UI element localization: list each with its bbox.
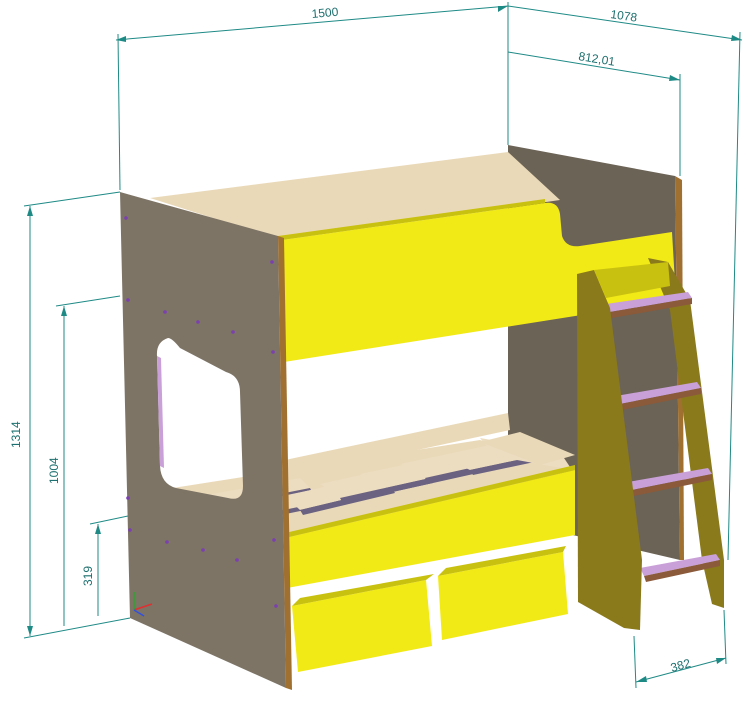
step-2-front — [620, 388, 701, 410]
dim-total-height-ext-top — [23, 191, 121, 207]
step-2-top — [616, 382, 701, 404]
bolt — [128, 528, 132, 532]
dim-ladder-ext-left — [633, 635, 637, 689]
arrow — [116, 36, 126, 42]
arrow — [498, 6, 508, 12]
ladder — [577, 258, 724, 630]
step-3-front — [632, 474, 712, 496]
drawer-right-side — [438, 546, 566, 576]
upper-bed-base — [150, 152, 560, 240]
arrow — [669, 75, 680, 81]
arrow — [716, 658, 726, 664]
upper-bed-front-rail — [282, 202, 676, 362]
dim-upper-height-ext-top — [55, 295, 121, 307]
axis-gizmo — [133, 592, 153, 617]
drawer-right — [438, 552, 568, 640]
arrow — [636, 676, 647, 682]
dim-ladder-ext-right — [723, 609, 727, 665]
dim-label-ladder-depth: 382 — [669, 656, 692, 675]
bolt — [272, 538, 276, 542]
dim-label-total-depth: 1078 — [610, 7, 639, 25]
arrow — [731, 35, 742, 41]
bolt — [274, 604, 278, 608]
step-4-front — [644, 560, 720, 582]
dim-width-line — [115, 5, 509, 41]
bolt — [231, 330, 235, 334]
ladder-top-board — [594, 262, 670, 298]
arrow — [27, 626, 33, 636]
bolt — [163, 310, 167, 314]
bolt — [126, 298, 130, 302]
dim-width-ext-left — [117, 33, 121, 191]
dim-ladder-line — [635, 657, 727, 683]
bolt — [201, 548, 205, 552]
bolt — [165, 540, 169, 544]
step-3-top — [628, 468, 712, 490]
left-panel-edge — [278, 236, 292, 690]
arrow — [61, 306, 67, 316]
step-1-top — [606, 292, 692, 312]
left-side-panel — [120, 192, 286, 688]
bolt — [196, 320, 200, 324]
ladder-front-rail — [577, 270, 642, 630]
bolt — [124, 216, 128, 220]
ladder-back-rail — [648, 258, 724, 608]
step-4-top — [640, 554, 720, 576]
lower-bed-slats — [160, 432, 575, 540]
bolt — [126, 496, 130, 500]
arrow — [95, 524, 101, 534]
dim-label-upper-height: 1004 — [47, 457, 61, 484]
dim-lower-height-ext-top — [89, 515, 129, 525]
dim-label-total-width: 1500 — [311, 5, 339, 21]
axis-x — [133, 603, 153, 611]
dim-label-inner-depth: 812,01 — [578, 49, 617, 69]
dimensions — [23, 2, 743, 689]
drawer-left-side — [292, 574, 434, 606]
headboard-board — [480, 432, 575, 465]
dimension-arrows — [27, 6, 742, 682]
panel-opening-edge — [157, 356, 164, 468]
bolt — [235, 558, 239, 562]
dim-total-height-ext-bottom — [23, 617, 131, 639]
dim-label-lower-height: 319 — [81, 566, 95, 586]
upper-rail-top-edge — [278, 199, 545, 240]
lower-bed-front-rail — [285, 470, 575, 588]
arrow — [27, 206, 33, 216]
lower-rail-top-edge — [285, 465, 575, 538]
dim-label-total-height: 1314 — [9, 421, 23, 448]
bolt — [270, 260, 274, 264]
dim-depth-ext-right — [727, 31, 741, 561]
dim-depth-line — [507, 5, 743, 41]
left-panel-bolts — [124, 216, 278, 608]
dim-inner-depth-line — [507, 51, 681, 81]
axis-z — [133, 609, 145, 617]
bolt — [271, 350, 275, 354]
drawer-left — [292, 580, 432, 672]
step-1-front — [610, 298, 692, 318]
